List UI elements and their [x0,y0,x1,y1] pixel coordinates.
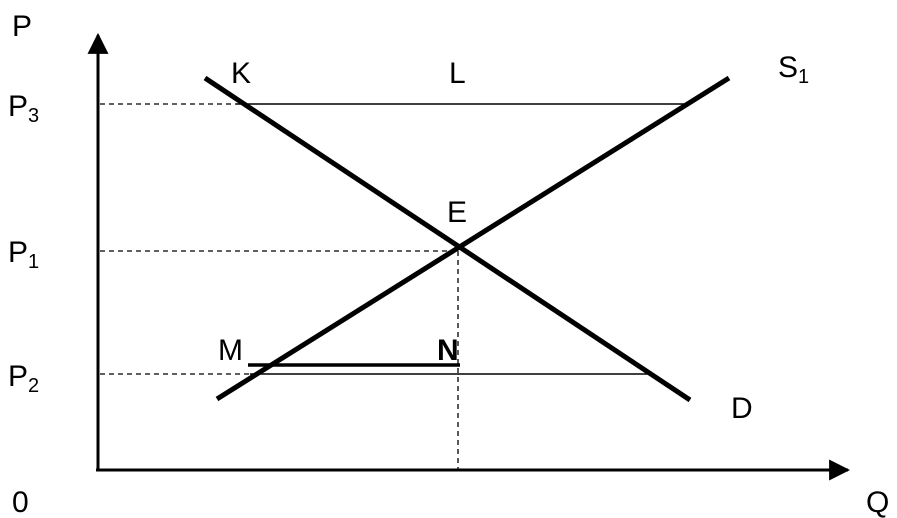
origin-label: 0 [12,486,29,518]
point-m-label: M [218,334,243,367]
p2-label: P2 [8,360,39,397]
point-n-label: N [437,334,459,367]
supply-curve-label: S1 [778,51,809,88]
p1-subscript: 1 [28,251,39,273]
p3-label: P3 [8,90,39,127]
y-axis-label: P [12,10,32,43]
p2-letter: P [8,360,28,393]
p2-subscript: 2 [28,375,39,397]
supply-letter: S [778,51,798,84]
supply-subscript: 1 [798,66,809,88]
x-axis-label: Q [866,486,889,518]
demand-curve [203,75,692,403]
point-l-label: L [449,57,466,90]
p3-subscript: 3 [28,105,39,127]
p1-letter: P [8,236,28,269]
demand-curve-label: D [731,392,753,425]
supply-curve [215,75,731,402]
point-k-label: K [231,57,251,90]
p3-letter: P [8,90,28,123]
point-e-label: E [447,196,467,229]
p1-label: P1 [8,236,39,273]
